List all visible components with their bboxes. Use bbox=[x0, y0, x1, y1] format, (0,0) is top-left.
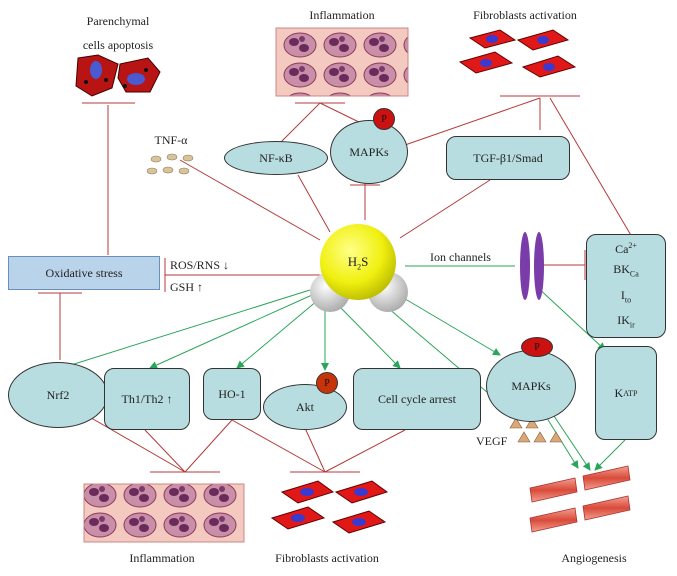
tnf-label: TNF-α bbox=[154, 133, 188, 147]
nrf2-node: Nrf2 bbox=[8, 362, 108, 428]
tnf-molecules-icon bbox=[146, 153, 194, 175]
activation-arrows bbox=[54, 265, 626, 471]
ion-channels-label: Ion channels bbox=[430, 250, 491, 264]
ca-label: Ca2+ bbox=[615, 241, 637, 257]
cell-cycle-arrest-node: Cell cycle arrest bbox=[353, 368, 481, 430]
vegf-label: VEGF bbox=[476, 434, 508, 448]
inflammation-cells-top bbox=[275, 27, 409, 97]
parenchymal-label-1: Parenchymal bbox=[86, 14, 150, 28]
fibroblasts-bottom-icon bbox=[270, 480, 389, 534]
ito-label: Ito bbox=[620, 287, 632, 305]
ikir-label: IKir bbox=[617, 313, 635, 330]
apoptotic-cells-icon bbox=[75, 54, 161, 97]
h2s-molecule-icon bbox=[310, 224, 408, 312]
fibroblasts-top-icon bbox=[458, 29, 577, 78]
fibroblasts-top-label: Fibroblasts activation bbox=[473, 8, 577, 22]
parenchymal-label-2: cells apoptosis bbox=[82, 38, 154, 52]
ion-targets-node: Ca2+ BKCa Ito IKir bbox=[586, 234, 666, 338]
angiogenesis-label: Angiogenesis bbox=[561, 551, 627, 565]
inflammation-cells-bottom bbox=[83, 483, 245, 543]
ion-channel-icon bbox=[520, 232, 544, 300]
phosphate-icon: P bbox=[373, 108, 395, 130]
bkca-label: BKCa bbox=[613, 262, 639, 279]
tgf-smad-node: TGF-β1/Smad bbox=[446, 136, 570, 180]
mapks-top-node: MAPKs bbox=[330, 120, 408, 184]
oxidative-stress-node: Oxidative stress bbox=[8, 256, 160, 290]
phosphate-mapks-icon: P bbox=[521, 337, 553, 357]
ros-label: ROS/RNS ↓ bbox=[170, 258, 230, 272]
fibroblasts-bottom-label: Fibroblasts activation bbox=[275, 551, 379, 565]
mapks-bottom-node: MAPKs bbox=[486, 350, 576, 422]
ho1-node: HO-1 bbox=[203, 368, 261, 420]
h2s-label: H2S bbox=[347, 254, 369, 272]
phosphate-akt-icon: P bbox=[316, 372, 338, 394]
inflammation-top-label: Inflammation bbox=[309, 8, 375, 22]
th-node: Th1/Th2 ↑ bbox=[104, 368, 190, 430]
gsh-label: GSH ↑ bbox=[170, 280, 204, 294]
inflammation-bottom-label: Inflammation bbox=[129, 551, 195, 565]
inhibition-lines bbox=[38, 95, 633, 473]
blood-vessels-icon bbox=[529, 465, 631, 533]
nfkb-node: NF-κB bbox=[224, 141, 328, 175]
